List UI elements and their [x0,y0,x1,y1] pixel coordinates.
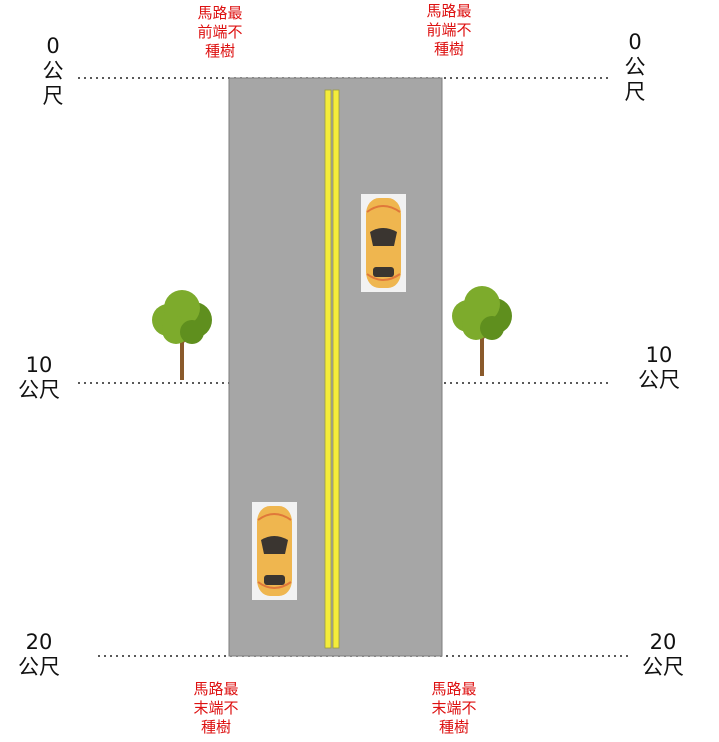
car-top-view-icon [361,194,406,292]
center-double-line [324,89,340,649]
distance-label-10m-right: 10 公尺 [638,343,680,393]
distance-label-20m-right: 20 公尺 [642,630,684,680]
tree-icon [452,286,512,376]
note-bottom-right: 馬路最 末端不 種樹 [431,680,477,736]
car-top-view-icon [252,502,297,600]
distance-label-0m-left: 0 公 尺 [42,34,64,109]
distance-label-10m-left: 10 公尺 [18,353,60,403]
tree-icon [152,290,212,380]
note-top-right: 馬路最 前端不 種樹 [426,2,472,58]
distance-label-0m-right: 0 公 尺 [624,30,646,105]
note-top-left: 馬路最 前端不 種樹 [197,4,243,60]
distance-label-20m-left: 20 公尺 [18,630,60,680]
note-bottom-left: 馬路最 末端不 種樹 [193,680,239,736]
